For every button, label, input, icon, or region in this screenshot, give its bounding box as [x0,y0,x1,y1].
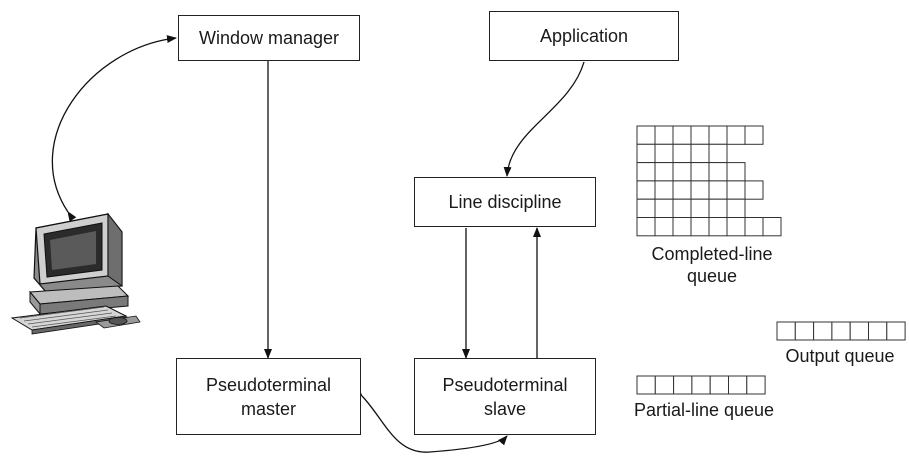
queue-cell [654,125,674,145]
partial-line-queue-caption: Partial-line queue [616,399,792,421]
queue-cell [672,162,692,182]
queue-cell [708,162,728,182]
output-queue-label: Output queue [785,346,895,366]
queue-cell [672,125,692,145]
queue-cell [654,143,674,164]
queue-cell [636,125,656,145]
queue-cell [672,217,692,237]
pseudoterminal-slave-label-line1: Pseudoterminal [442,374,568,395]
queue-cell [708,198,728,218]
arrow-master-slave [352,386,508,453]
queue-cell [654,180,674,200]
queue-cell [744,217,764,237]
pseudoterminal-master-box: Pseudoterminal master [176,358,361,435]
queue-cell [762,217,782,237]
pseudoterminal-master-label-line2: master [240,398,296,419]
window-manager-box: Window manager [178,15,360,61]
completed-line-queue-label-line1: Completed-line [651,244,773,264]
queue-cell [673,375,693,395]
queue-cell [708,217,728,237]
queue-cell [709,375,730,395]
application-box: Application [489,11,679,61]
partial-line-queue-cells [636,375,766,395]
queue-cell [744,125,764,145]
queue-cell [636,198,656,218]
queue-cell [813,321,833,341]
queue-cell [744,180,764,200]
queue-cell [654,217,674,237]
queue-cell [672,143,692,164]
queue-cell [690,125,710,145]
queue-cell [654,375,675,395]
queue-cell [726,180,746,200]
queue-cell [690,217,710,237]
queue-cell [746,375,766,395]
computer-terminal-icon [10,212,141,335]
queue-cell [728,375,748,395]
queue-cell [726,125,746,145]
queue-cell [636,143,656,164]
queue-cell [708,125,728,145]
queue-cell [636,162,656,182]
completed-line-queue-label-line2: queue [686,266,738,286]
queue-cell [831,321,851,341]
queue-cell [794,321,815,341]
queue-cell [672,180,692,200]
queue-cell [672,198,692,218]
completed-line-queue-caption: Completed-line queue [628,243,796,287]
output-queue-cells [776,321,906,341]
arrow-application-line-discipline [503,61,585,177]
queue-cell [726,198,746,218]
queue-cell [868,321,888,341]
queue-cell [636,375,656,395]
queue-cell [886,321,906,341]
queue-cell [690,180,710,200]
pseudoterminal-slave-box: Pseudoterminal slave [414,358,596,435]
queue-cell [691,375,711,395]
queue-cell [849,321,870,341]
queue-cell [726,162,746,182]
queue-cell [708,180,728,200]
completed-line-queue-grid [636,125,782,237]
queue-cell [636,217,656,237]
application-label: Application [539,26,629,46]
queue-cell [690,143,710,164]
queue-cell [690,162,710,182]
queue-cell [636,180,656,200]
pseudoterminal-slave-label-line2: slave [483,398,527,419]
pseudoterminal-master-label-line1: Pseudoterminal [205,374,332,395]
window-manager-label: Window manager [198,28,340,48]
arrow-terminal-window-manager [51,35,177,222]
output-queue-caption: Output queue [772,345,908,367]
queue-cell [654,198,674,218]
queue-cell [726,217,746,237]
queue-cell [776,321,796,341]
queue-cell [654,162,674,182]
line-discipline-box: Line discipline [414,177,596,227]
queue-cell [708,143,728,164]
partial-line-queue-label: Partial-line queue [633,400,775,420]
line-discipline-label: Line discipline [448,192,562,212]
queue-cell [690,198,710,218]
